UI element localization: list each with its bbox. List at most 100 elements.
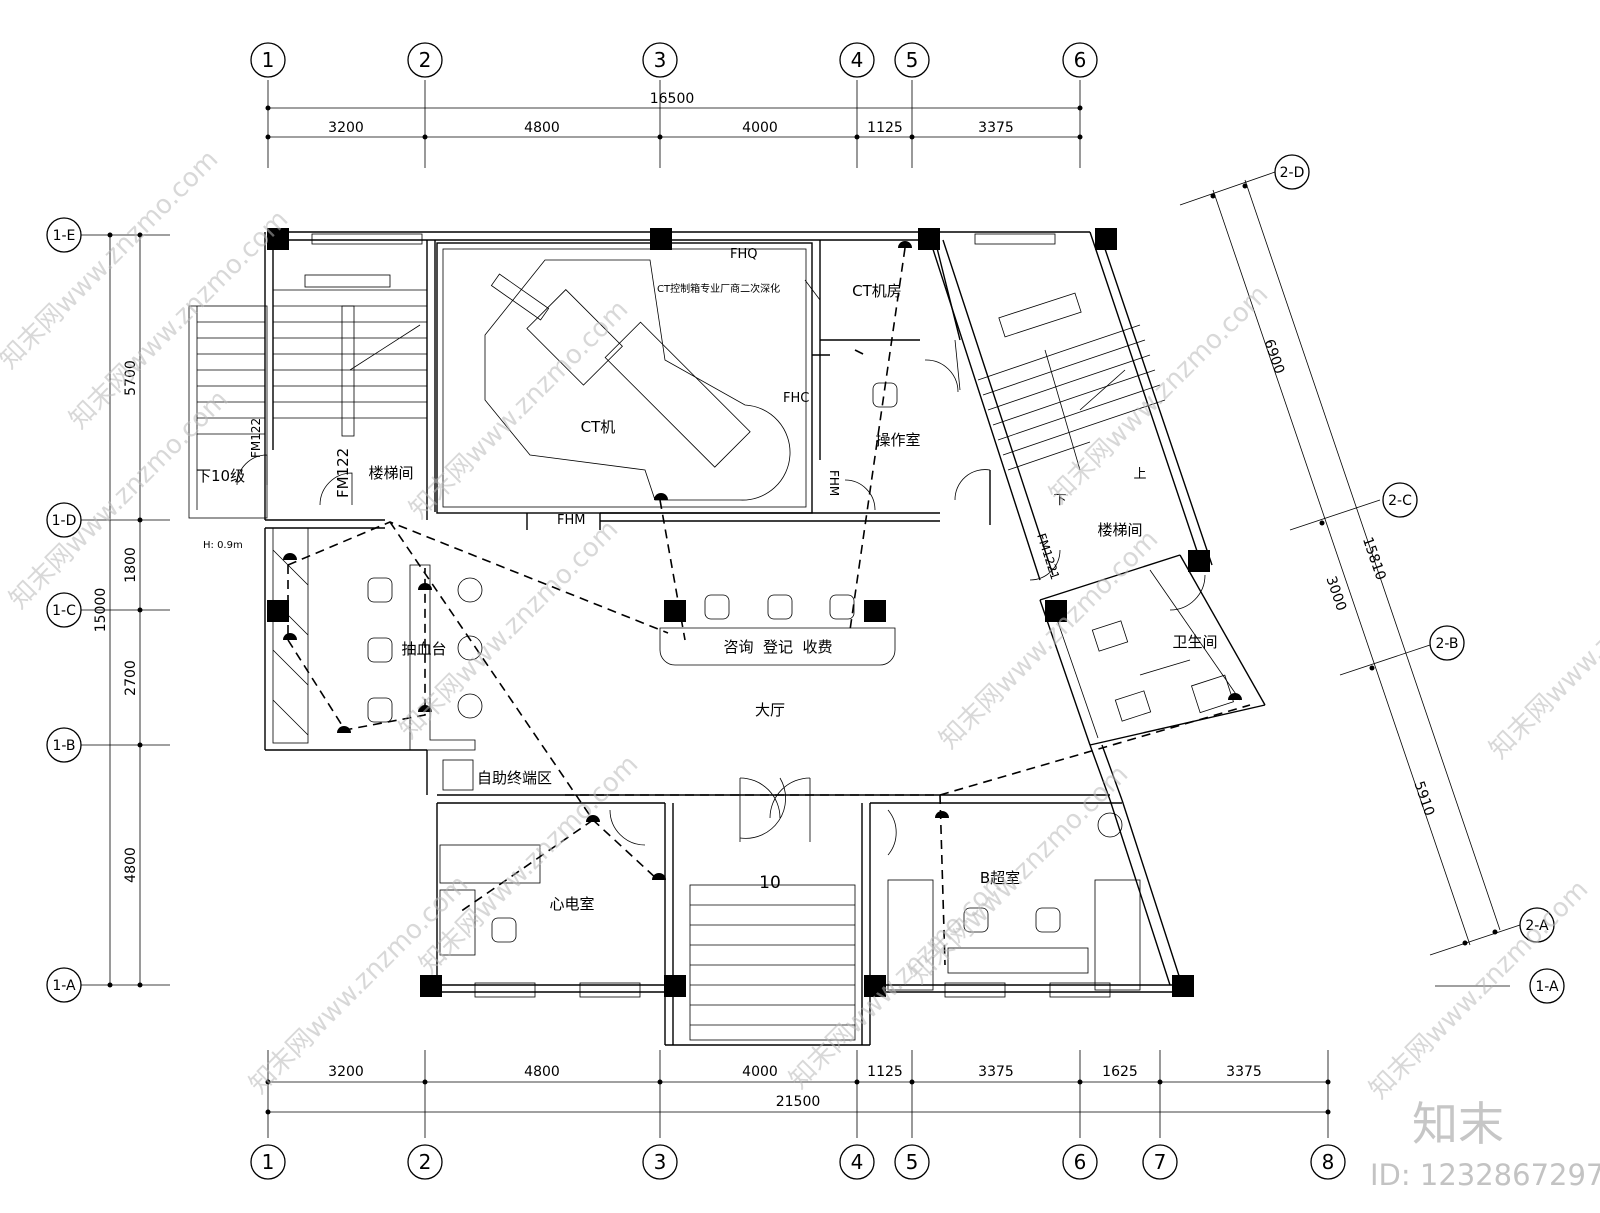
room-label-toilet: 卫生间 <box>1172 633 1217 651</box>
brand-logo: 知末 <box>1412 1097 1504 1151</box>
structural-columns <box>267 228 1210 997</box>
axis-bubble-right: 2-C <box>1382 482 1418 518</box>
axis-bubble-left: 1-D <box>46 502 82 538</box>
room-label-ecg: 心电室 <box>549 895 594 913</box>
svg-text:3: 3 <box>654 1150 667 1174</box>
room-label-self-service: 自助终端区 <box>477 769 552 787</box>
stair-treads-right <box>977 292 1166 471</box>
svg-text:知末网www.znzmo.com: 知末网www.znzmo.com <box>0 144 224 375</box>
axis-bubble-bottom: 8 <box>1310 1144 1346 1180</box>
svg-text:8: 8 <box>1322 1150 1335 1174</box>
svg-text:知末网www.znzmo.com: 知末网www.znzmo.com <box>394 514 625 745</box>
axis-bubble-bottom: 5 <box>894 1144 930 1180</box>
room-label-ct-machine-room: CT机房 <box>852 282 902 300</box>
room-label-stair-right: 楼梯间 <box>1097 521 1142 539</box>
svg-text:1-A: 1-A <box>52 978 76 994</box>
dim-left: 5700 <box>123 360 139 396</box>
svg-text:知末网www.znzmo.com: 知末网www.znzmo.com <box>64 204 295 435</box>
dim-left: 2700 <box>123 660 139 696</box>
axis-bubble-top: 1 <box>250 42 286 78</box>
axis-bubble-top: 6 <box>1062 42 1098 78</box>
dim-left: 4800 <box>123 847 139 883</box>
svg-text:1-C: 1-C <box>52 603 76 619</box>
axis-bubble-bottom: 2 <box>407 1144 443 1180</box>
dim-top-total: 16500 <box>650 91 695 107</box>
svg-text:6: 6 <box>1074 48 1087 72</box>
svg-text:1-D: 1-D <box>52 513 77 529</box>
dim-top: 3200 <box>328 120 364 136</box>
svg-text:2-C: 2-C <box>1388 493 1412 509</box>
label-up: 上 <box>1133 467 1146 482</box>
room-label-counter: 咨询 登记 收费 <box>723 638 832 656</box>
axis-bubble-bottom: 4 <box>839 1144 875 1180</box>
dim-bottom: 4000 <box>742 1064 778 1080</box>
ct-machine-drawing <box>484 259 821 501</box>
dim-top: 4000 <box>742 120 778 136</box>
dim-top: 1125 <box>867 120 903 136</box>
svg-text:4: 4 <box>851 1150 864 1174</box>
svg-text:1-B: 1-B <box>52 738 75 754</box>
image-id: ID: 1232867297 <box>1370 1158 1600 1192</box>
label-down10: 下10级 <box>196 467 245 485</box>
axis-bubble-bottom: 1 <box>250 1144 286 1180</box>
dim-right-total: 15810 <box>1359 535 1389 582</box>
room-label-hall: 大厅 <box>755 701 785 719</box>
room-label-ultrasound: B超室 <box>980 869 1020 887</box>
wiring-dashed <box>287 247 1251 966</box>
svg-text:1-A: 1-A <box>1535 979 1559 995</box>
reception-counter <box>659 627 896 666</box>
left-dimension-lines <box>80 232 170 988</box>
dim-left: 1800 <box>123 547 139 583</box>
label-fhm-left: FHM <box>557 513 585 528</box>
dim-bottom: 3375 <box>978 1064 1014 1080</box>
stair-treads-left <box>197 274 427 437</box>
svg-text:7: 7 <box>1154 1150 1167 1174</box>
label-fhc: FHC <box>783 391 809 406</box>
label-fm-2: FM122 <box>334 448 352 498</box>
svg-text:5: 5 <box>906 48 919 72</box>
dim-bottom-total: 21500 <box>776 1094 821 1110</box>
axis-bubble-left: 1-A <box>46 967 82 1003</box>
building-walls <box>188 231 1266 1046</box>
axis-bubble-bottom: 7 <box>1142 1144 1178 1180</box>
room-label-stair-left: 楼梯间 <box>368 464 413 482</box>
axis-bubble-bottom: 3 <box>642 1144 678 1180</box>
svg-text:1: 1 <box>262 1150 275 1174</box>
dim-bottom: 1125 <box>867 1064 903 1080</box>
dim-left-total: 15000 <box>93 588 109 633</box>
svg-text:2-D: 2-D <box>1280 165 1305 181</box>
dim-top: 3375 <box>978 120 1014 136</box>
svg-text:6: 6 <box>1074 1150 1087 1174</box>
svg-text:2: 2 <box>419 48 432 72</box>
fixture-symbols <box>283 241 1242 880</box>
dim-right: 3000 <box>1322 574 1349 613</box>
room-label-ct: CT机 <box>581 418 616 436</box>
svg-text:知末网www.znzmo.com: 知末网www.znzmo.com <box>404 294 635 525</box>
furniture <box>439 620 1234 991</box>
right-dimension-lines <box>1179 171 1521 987</box>
axis-bubble-top: 3 <box>642 42 678 78</box>
dim-right: 6900 <box>1260 337 1287 376</box>
svg-text:2-A: 2-A <box>1525 918 1549 934</box>
bottom-dimension-lines <box>265 1050 1331 1138</box>
label-fm-1: FM122 <box>249 418 263 458</box>
stair-treads-entry <box>689 884 856 1041</box>
svg-text:1-E: 1-E <box>53 228 76 244</box>
svg-text:知末网www.znzmo.com: 知末网www.znzmo.com <box>784 864 1015 1095</box>
axis-bubble-right: 2-A <box>1519 907 1555 943</box>
axis-bubble-right: 1-A <box>1529 968 1565 1004</box>
dim-top: 4800 <box>524 120 560 136</box>
svg-text:知末网www.znzmo.com: 知末网www.znzmo.com <box>1044 279 1275 510</box>
watermarks: 知末网www.znzmo.com 知末网www.znzmo.com 知末网www… <box>0 144 1600 1105</box>
label-stairs-10: 10 <box>759 873 781 893</box>
axis-bubble-bottom: 6 <box>1062 1144 1098 1180</box>
svg-text:3: 3 <box>654 48 667 72</box>
svg-text:2-B: 2-B <box>1435 636 1458 652</box>
svg-text:4: 4 <box>851 48 864 72</box>
axis-bubble-top: 5 <box>894 42 930 78</box>
axis-bubble-top: 4 <box>839 42 875 78</box>
dim-right: 5910 <box>1410 779 1437 818</box>
room-label-blood: 抽血台 <box>401 640 446 658</box>
axis-bubble-left: 1-E <box>46 217 82 253</box>
